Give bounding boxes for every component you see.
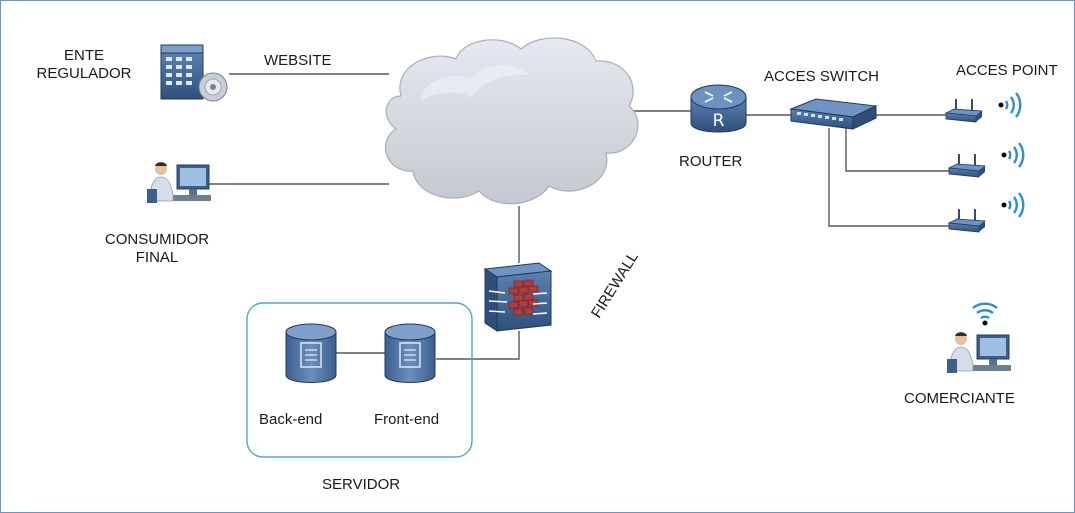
wifi-icon — [972, 302, 998, 326]
svg-text:R: R — [713, 111, 725, 131]
wifi-icon — [998, 92, 1022, 118]
database-icon — [384, 323, 436, 383]
label-front-end: Front-end — [374, 411, 440, 428]
connection-lines — [206, 73, 953, 360]
link-firewall-frontend — [436, 331, 520, 360]
router-icon: R — [690, 84, 747, 133]
label-servidor: SERVIDOR — [322, 476, 401, 493]
wifi-icon — [1001, 142, 1025, 168]
firewall-icon — [483, 262, 553, 332]
label-ente-regulador-line2: REGULADOR — [36, 65, 132, 82]
access-point-icon — [944, 99, 984, 123]
label-acces-point: ACCES POINT — [956, 62, 1058, 79]
label-website: WEBSITE — [264, 52, 332, 69]
servidor-group — [246, 302, 473, 458]
label-ente-regulador: ENTE REGULADOR — [29, 47, 139, 83]
label-comerciante: COMERCIANTE — [904, 390, 1015, 407]
label-firewall: FIREWALL — [588, 249, 642, 321]
user-workstation-icon — [147, 162, 211, 203]
switch-icon — [789, 98, 878, 130]
wifi-icon — [1001, 192, 1025, 218]
server-building-icon — [160, 44, 228, 102]
label-consumidor-final-line2: FINAL — [135, 249, 179, 266]
label-consumidor-final-line1: CONSUMIDOR — [104, 231, 210, 248]
access-point-icon — [947, 154, 987, 178]
label-back-end: Back-end — [259, 411, 323, 428]
link-switch-ap2 — [845, 128, 953, 172]
user-workstation-icon — [947, 332, 1011, 373]
label-router: ROUTER — [679, 153, 743, 170]
cloud-icon — [384, 37, 639, 205]
access-point-icon — [947, 209, 987, 233]
database-icon — [285, 323, 337, 383]
link-switch-ap3 — [828, 128, 953, 227]
label-acces-switch: ACCES SWITCH — [764, 68, 880, 85]
label-consumidor-final: CONSUMIDOR FINAL — [89, 231, 225, 267]
label-ente-regulador-line1: ENTE — [63, 47, 104, 64]
